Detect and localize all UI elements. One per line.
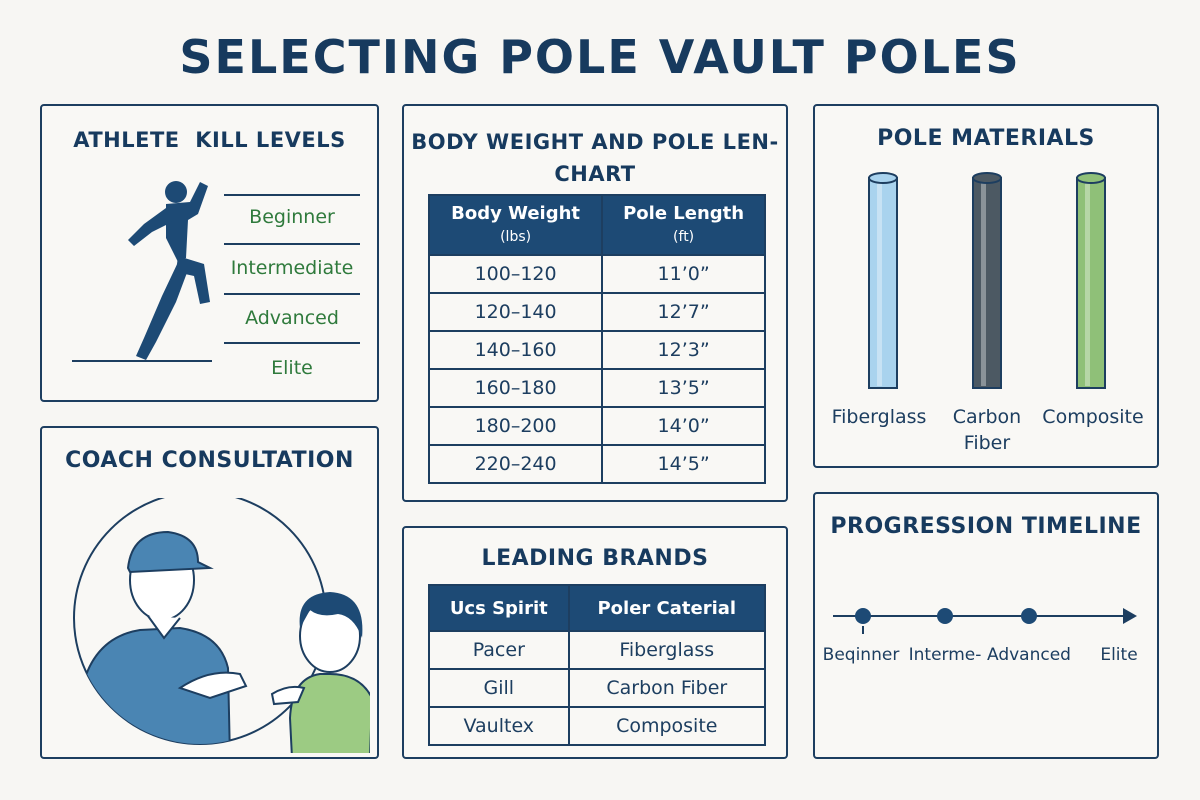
level-divider [224,194,360,196]
brand-cell: Pacer [428,630,570,670]
weight-cell: 160–180 [427,368,604,408]
weight-cell: 180–200 [427,406,604,446]
weight-cell: 100–120 [427,254,604,294]
timeline-stage-elite: Elite [1100,645,1138,665]
pole-top [1076,172,1106,184]
weight-column-header: Body Weight (lbs) [427,194,604,256]
level-divider [224,342,360,344]
level-intermediate: Intermediate [230,257,354,279]
weight-chart-heading-line2: CHART [554,162,636,186]
timeline-stage-beginner: Beqinner [822,645,900,665]
level-advanced: Advanced [245,307,339,329]
length-col-label: Pole Length [623,202,745,224]
timeline-arrow-icon [833,608,1137,634]
brand-cell: Vaultex [428,706,570,746]
material-column-header: Poler Caterial [567,584,767,632]
length-column-header: Pole Length (ft) [601,194,766,256]
material-label-fiberglass: Fiberglass [819,404,939,430]
brands-heading: LEADING BRANDS [481,546,709,571]
material-label-composite: Composite [1033,404,1153,430]
brand-cell: Gill [428,668,570,708]
pole-highlight [981,180,986,386]
weight-chart-heading: BODY WEIGHT AND POLE LEN- CHART [404,126,786,190]
runner-icon [128,181,210,360]
level-divider [224,293,360,295]
brands-panel: LEADING BRANDS Ucs Spirit Poler Caterial… [402,526,788,759]
material-label-line: Carbon [952,406,1022,428]
ground-line [72,360,212,362]
page-title: SELECTING POLE VAULT POLES [179,30,1021,84]
length-col-unit: (ft) [673,228,695,245]
pole-icon [1076,177,1106,389]
progression-timeline-panel: PROGRESSION TIMELINE Beqinner Interme- A… [813,492,1159,759]
pole-materials-panel: POLE MATERIALS Fiberglass Carbon Fiber C… [813,104,1159,468]
timeline-heading: PROGRESSION TIMELINE [830,514,1142,539]
material-cell: Composite [567,706,767,746]
material-cell: Fiberglass [567,630,767,670]
skill-levels-panel: ATHLETE KILL LEVELS Beginner Intermediat… [40,104,379,402]
weight-chart-panel: BODY WEIGHT AND POLE LEN- CHART Body Wei… [402,104,788,502]
length-cell: 11’0” [601,254,766,294]
weight-cell: 140–160 [427,330,604,370]
timeline-node [855,608,871,624]
brand-column-header: Ucs Spirit [428,584,570,632]
poles-illustration [868,172,1106,389]
skill-levels-heading: ATHLETE KILL LEVELS [73,128,346,152]
weight-col-unit: (lbs) [500,228,532,245]
timeline-node [1021,608,1037,624]
pole-highlight [1085,180,1090,386]
length-cell: 14’5” [601,444,766,484]
level-elite: Elite [271,357,313,379]
pole-icon [972,177,1002,389]
weight-cell: 220–240 [427,444,604,484]
material-label-line: Composite [1042,406,1144,428]
length-cell: 13’5” [601,368,766,408]
level-beginner: Beginner [249,206,335,228]
pole-materials-heading: POLE MATERIALS [877,126,1095,151]
timeline-stage-advanced: Advanced [987,645,1071,665]
weight-cell: 120–140 [427,292,604,332]
material-label-line: Fiber [963,432,1011,454]
coach-consultation-panel: COACH CONSULTATION [40,426,379,759]
length-cell: 14’0” [601,406,766,446]
pole-top [972,172,1002,184]
material-label-line: Fiberglass [831,406,927,428]
weight-col-label: Body Weight [451,202,581,224]
pole-top [868,172,898,184]
material-cell: Carbon Fiber [567,668,767,708]
weight-chart-heading-line1: BODY WEIGHT AND POLE LEN- [411,130,779,154]
pole-icon [868,177,898,389]
material-label-carbon: Carbon Fiber [927,404,1047,456]
timeline-node [937,608,953,624]
coach-consultation-heading: COACH CONSULTATION [65,448,354,473]
length-cell: 12’7” [601,292,766,332]
timeline-stage-intermediate: Interme- [908,645,982,665]
coach-athlete-illustration [73,498,370,753]
pole-highlight [877,180,882,386]
weight-chart-table: Body Weight (lbs) Pole Length (ft) 100–1… [427,194,766,484]
length-cell: 12’3” [601,330,766,370]
level-divider [224,243,360,245]
